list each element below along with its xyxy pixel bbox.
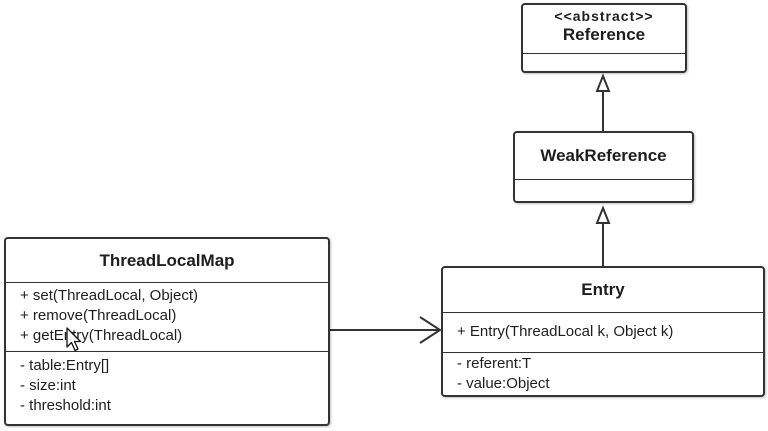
- class-reference-header: <<abstract>> Reference: [523, 7, 685, 51]
- threadlocalmap-method-remove: + remove(ThreadLocal): [20, 307, 177, 324]
- association-threadlocalmap-entry: [330, 316, 442, 344]
- class-entry-methods: + Entry(ThreadLocal k, Object k): [443, 312, 763, 352]
- inheritance-weakreference-reference: [595, 73, 611, 131]
- class-threadlocalmap-name: ThreadLocalMap: [99, 250, 235, 270]
- threadlocalmap-field-size: - size:int: [20, 377, 76, 394]
- class-reference-stereotype: <<abstract>>: [554, 8, 654, 24]
- class-reference-name: Reference: [562, 25, 646, 44]
- class-weakreference-body: [515, 179, 692, 201]
- inheritance-entry-weakreference: [595, 205, 611, 266]
- mouse-pointer-icon: [66, 327, 82, 352]
- class-weakreference-header: WeakReference: [515, 133, 692, 179]
- threadlocalmap-field-table: - table:Entry[]: [20, 357, 110, 374]
- class-threadlocalmap-header: ThreadLocalMap: [6, 239, 328, 282]
- class-entry-fields: - referent:T - value:Object: [443, 352, 763, 395]
- class-threadlocalmap-fields: - table:Entry[] - size:int - threshold:i…: [6, 351, 328, 424]
- class-threadlocalmap[interactable]: ThreadLocalMap + set(ThreadLocal, Object…: [4, 237, 330, 426]
- class-entry-name: Entry: [581, 280, 625, 299]
- threadlocalmap-method-getentry: + getEntry(ThreadLocal): [20, 327, 183, 344]
- class-reference-body: [523, 53, 685, 71]
- class-threadlocalmap-methods: + set(ThreadLocal, Object) + remove(Thre…: [6, 282, 328, 351]
- threadlocalmap-field-threshold: - threshold:int: [20, 397, 111, 414]
- class-weakreference[interactable]: WeakReference: [513, 131, 694, 203]
- class-entry-header: Entry: [443, 268, 763, 312]
- class-entry[interactable]: Entry + Entry(ThreadLocal k, Object k) -…: [441, 266, 765, 397]
- class-reference[interactable]: <<abstract>> Reference: [521, 3, 687, 73]
- entry-field-referent: - referent:T: [457, 355, 532, 372]
- entry-method-constructor: + Entry(ThreadLocal k, Object k): [457, 323, 674, 340]
- threadlocalmap-method-set: + set(ThreadLocal, Object): [20, 287, 199, 304]
- class-weakreference-name: WeakReference: [540, 146, 667, 165]
- entry-field-value: - value:Object: [457, 375, 550, 392]
